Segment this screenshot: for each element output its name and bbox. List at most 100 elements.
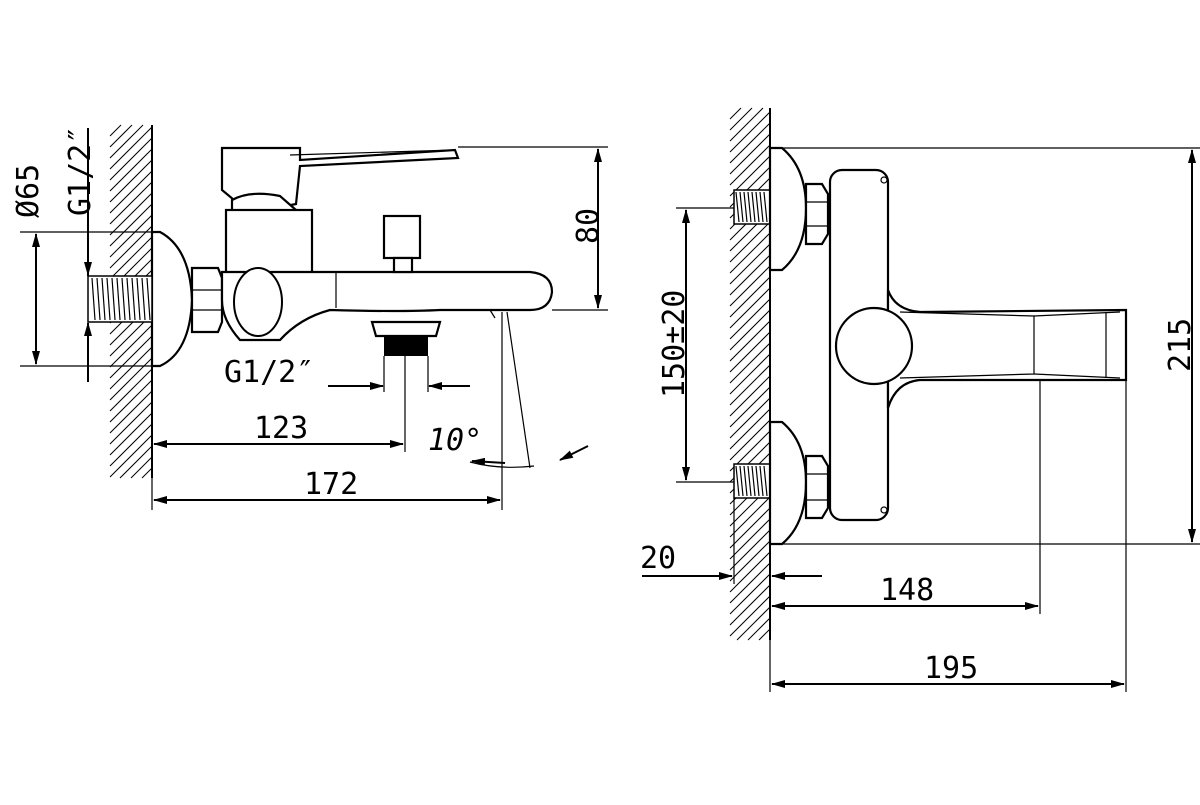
hatch-line: [729, 386, 771, 428]
hatch-line: [109, 423, 153, 467]
hatch-line: [729, 595, 771, 637]
hatch-line: [729, 144, 771, 186]
hatch-line: [109, 379, 153, 423]
thread-line: [91, 277, 96, 321]
hatch-line: [729, 122, 771, 164]
dim-172-label: 172: [304, 467, 358, 502]
hatch-line: [729, 353, 771, 395]
dim-215: 215: [770, 147, 1200, 545]
thread-line: [739, 191, 744, 223]
hatch-line: [109, 159, 153, 203]
thread-line: [111, 277, 116, 321]
hatch-line: [109, 434, 153, 478]
thread-line: [763, 465, 768, 497]
wall-right: [729, 107, 771, 641]
hatch-line: [109, 324, 153, 368]
hatch-line: [729, 397, 771, 439]
spout: [220, 270, 554, 342]
dim-172: 172: [151, 312, 503, 510]
hatch-line: [729, 232, 771, 274]
hatch-line: [729, 551, 771, 593]
dim-80-label: 80: [571, 208, 606, 244]
thread-line: [141, 277, 146, 321]
hatch-line: [109, 124, 144, 159]
angle-label: 10°: [428, 423, 482, 458]
hatch-line: [109, 192, 153, 236]
hatch-line: [729, 408, 771, 450]
nut-left: [190, 266, 224, 334]
hatch-line: [729, 107, 753, 131]
front-view: 150±20 215 20 148 195: [640, 107, 1200, 692]
hatch-line: [729, 529, 771, 571]
lower-connection: [733, 420, 830, 546]
thread-line: [735, 191, 740, 223]
thread-pipe-left: [87, 275, 153, 323]
thread-line: [126, 277, 131, 321]
flange-left: [150, 230, 194, 368]
hatch-line: [729, 221, 771, 263]
thread-line: [751, 465, 756, 497]
hatch-line: [109, 137, 153, 181]
thread-line: [751, 191, 756, 223]
hatch-line: [729, 518, 771, 560]
dim-148: 148: [771, 380, 1041, 614]
hatch-line: [729, 562, 771, 604]
hatch-line: [729, 331, 771, 373]
hatch-line: [729, 364, 771, 406]
upper-connection: [733, 146, 830, 272]
aerator: [370, 320, 442, 338]
hatch-line: [141, 467, 153, 479]
diameter-label: Ø65: [11, 164, 46, 218]
hatch-line: [109, 236, 153, 280]
hatch-line: [729, 540, 771, 582]
hatch-line: [729, 584, 771, 626]
dim-150: 150±20: [657, 207, 734, 483]
hatch-line: [729, 133, 771, 175]
dim-80: 80: [458, 146, 608, 311]
thread-bottom-label: G1/2″: [224, 355, 314, 390]
hatch-line: [109, 401, 153, 445]
dim-thread-bottom: G1/2″: [224, 355, 470, 392]
hatch-line: [729, 573, 771, 615]
hatch-line: [736, 606, 771, 641]
hatch-line: [747, 617, 771, 641]
hatch-line: [109, 346, 153, 390]
diverter-knob: [382, 214, 422, 260]
hatch-line: [109, 170, 153, 214]
hatch-line: [729, 298, 771, 340]
dim-215-label: 215: [1163, 318, 1198, 372]
thread-line: [763, 191, 768, 223]
thread-line: [747, 191, 752, 223]
side-view: Ø65 G1/2″ G1/2″ 80 123: [11, 124, 608, 510]
hatch-line: [109, 412, 153, 456]
hatch-line: [729, 320, 771, 362]
hatch-line: [109, 368, 153, 412]
hatch-line: [729, 309, 771, 351]
hatch-line: [729, 111, 771, 153]
thread-line: [131, 277, 136, 321]
thread-line: [735, 465, 740, 497]
hatch-line: [109, 203, 153, 247]
hatch-line: [109, 124, 122, 137]
front-spout: [886, 289, 1128, 409]
dim-195: 195: [769, 380, 1127, 692]
hatch-line: [758, 628, 771, 641]
hatch-line: [109, 390, 153, 434]
dim-angle: 10°: [428, 311, 589, 469]
dim-148-label: 148: [880, 573, 934, 608]
hatch-line: [729, 265, 771, 307]
hatch-line: [109, 124, 133, 148]
hatch-line: [109, 335, 153, 379]
thread-line: [743, 465, 748, 497]
dim-20-label: 20: [640, 541, 676, 576]
thread-left-label: G1/2″: [63, 126, 98, 216]
thread-line: [121, 277, 126, 321]
dim-thread-left: G1/2″: [63, 126, 98, 382]
thread-line: [743, 191, 748, 223]
thread-line: [755, 191, 760, 223]
hatch-line: [130, 456, 153, 479]
hatch-line: [729, 107, 764, 142]
hatch-line: [729, 342, 771, 384]
hatch-line: [109, 126, 153, 170]
